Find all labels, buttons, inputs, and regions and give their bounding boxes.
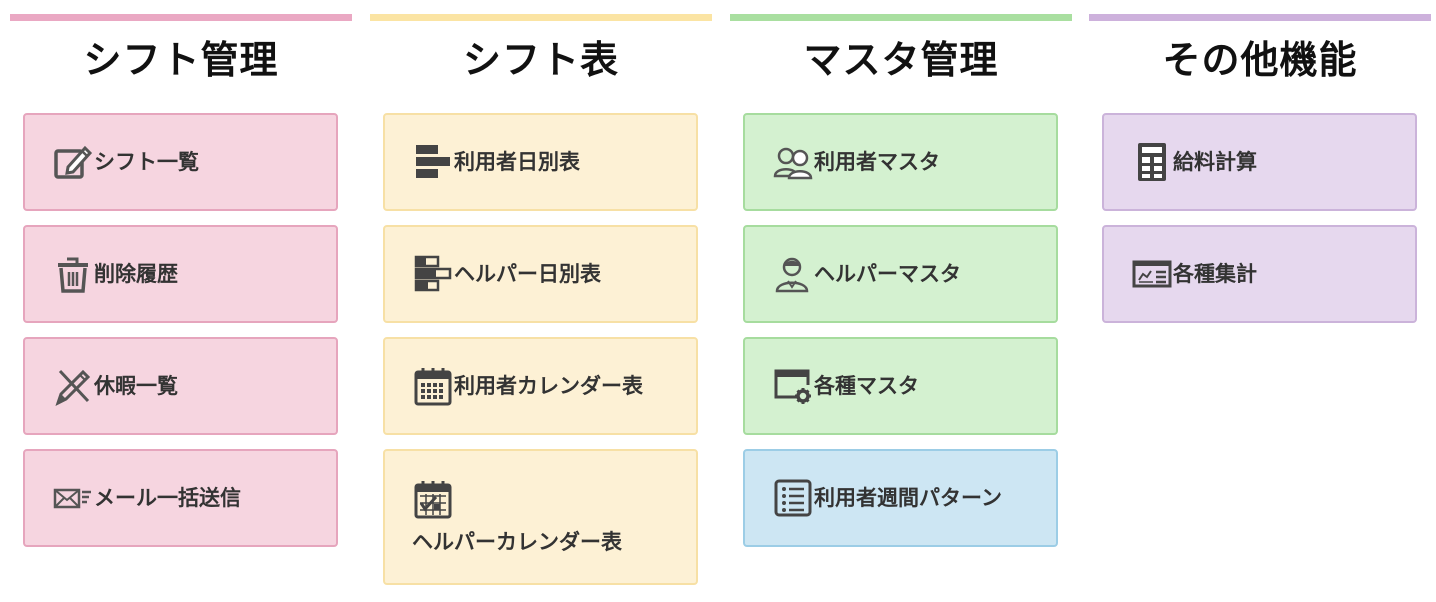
card-label: 各種マスタ	[814, 374, 919, 398]
gantt-outline-icon	[412, 253, 454, 295]
pencil-cross-icon	[52, 365, 94, 407]
column-other-functions: その他機能	[1089, 14, 1431, 99]
user-master-button[interactable]: 利用者マスタ	[743, 113, 1058, 211]
card-list-other-functions: 給料計算 各種集計	[1102, 113, 1417, 337]
card-label: シフト一覧	[94, 150, 199, 174]
card-label: 利用者カレンダー表	[454, 374, 643, 398]
helper-daily-table-button[interactable]: ヘルパー日別表	[383, 225, 698, 323]
column-color-bar	[370, 14, 712, 21]
mail-icon	[52, 477, 94, 519]
bulk-mail-button[interactable]: メール一括送信	[23, 449, 338, 547]
card-label: 給料計算	[1173, 150, 1257, 174]
column-master-management: マスタ管理	[730, 14, 1072, 99]
card-label: ヘルパーマスタ	[814, 262, 961, 286]
card-list-master-management: 利用者マスタ ヘルパーマスタ 各種マスタ 利用者週間パターン	[743, 113, 1058, 561]
card-label: 削除履歴	[94, 262, 178, 286]
card-label: 利用者日別表	[454, 150, 580, 174]
column-title: シフト管理	[83, 38, 279, 82]
card-label: メール一括送信	[94, 486, 241, 510]
card-label: 休暇一覧	[94, 374, 178, 398]
helper-master-button[interactable]: ヘルパーマスタ	[743, 225, 1058, 323]
shift-list-button[interactable]: シフト一覧	[23, 113, 338, 211]
column-title: シフト表	[462, 38, 619, 82]
chart-board-icon	[1131, 253, 1173, 295]
window-gear-icon	[772, 365, 814, 407]
gantt-icon	[412, 141, 454, 183]
column-shift-management: シフト管理	[10, 14, 352, 99]
card-label: 各種集計	[1173, 262, 1257, 286]
various-totals-button[interactable]: 各種集計	[1102, 225, 1417, 323]
column-color-bar	[730, 14, 1072, 21]
column-shift-table: シフト表	[370, 14, 712, 99]
edit-icon	[52, 141, 94, 183]
various-master-button[interactable]: 各種マスタ	[743, 337, 1058, 435]
column-color-bar	[10, 14, 352, 21]
user-daily-table-button[interactable]: 利用者日別表	[383, 113, 698, 211]
trash-icon	[52, 253, 94, 295]
users-icon	[772, 141, 814, 183]
column-title: マスタ管理	[803, 38, 999, 82]
column-color-bar	[1089, 14, 1431, 21]
card-content: ヘルパーカレンダー表	[412, 478, 622, 560]
card-label: 利用者週間パターン	[814, 486, 1002, 510]
list-icon	[772, 477, 814, 519]
salary-calculation-button[interactable]: 給料計算	[1102, 113, 1417, 211]
leave-list-button[interactable]: 休暇一覧	[23, 337, 338, 435]
calendar-icon	[412, 365, 454, 407]
card-list-shift-management: シフト一覧 削除履歴 休暇一覧 メール一括送信	[23, 113, 338, 561]
card-label: ヘルパー日別表	[454, 262, 601, 286]
column-title: その他機能	[1162, 38, 1358, 82]
card-label: ヘルパーカレンダー表	[412, 530, 622, 554]
calculator-icon	[1131, 141, 1173, 183]
card-label: 利用者マスタ	[814, 150, 940, 174]
user-calendar-table-button[interactable]: 利用者カレンダー表	[383, 337, 698, 435]
delete-history-button[interactable]: 削除履歴	[23, 225, 338, 323]
user-weekly-pattern-button[interactable]: 利用者週間パターン	[743, 449, 1058, 547]
card-list-shift-table: 利用者日別表 ヘルパー日別表 利用者カレンダー表 ヘルパーカレンダー表	[383, 113, 698, 599]
helper-icon	[772, 253, 814, 295]
helper-calendar-table-button[interactable]: ヘルパーカレンダー表	[383, 449, 698, 585]
calendar-check-icon	[412, 478, 454, 520]
